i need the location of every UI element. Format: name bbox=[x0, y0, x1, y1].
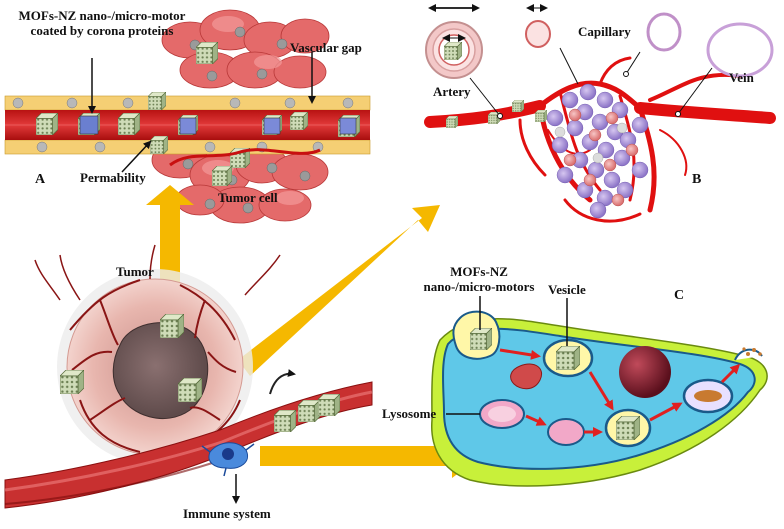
immune-cell bbox=[201, 442, 255, 477]
motor-label-line1: MOFs-NZ nano-/micro-motor bbox=[18, 8, 186, 23]
panel-c-letter: C bbox=[674, 288, 685, 303]
panel-a-letter: A bbox=[35, 172, 46, 187]
fusion-vesicle bbox=[547, 408, 652, 448]
vesicle bbox=[542, 338, 594, 378]
corona-motor bbox=[79, 115, 99, 135]
motor-label-line2: coated by corona proteins bbox=[30, 23, 174, 38]
capillary-cross-section bbox=[525, 4, 551, 48]
vessel-cross-section-small bbox=[646, 12, 682, 52]
vascular-gap-label: Vascular gap bbox=[290, 40, 362, 55]
cell-cytoplasm bbox=[442, 327, 756, 470]
tumor bbox=[34, 244, 281, 465]
endothelial-layer bbox=[4, 95, 371, 155]
motors-label: MOFs-NZ nano-/micro-motors bbox=[414, 264, 544, 294]
panel-a bbox=[4, 9, 371, 224]
artery-label: Artery bbox=[433, 84, 471, 99]
up-arrow bbox=[146, 185, 194, 290]
vesicle-label: Vesicle bbox=[548, 282, 586, 297]
transport-arrows bbox=[146, 185, 482, 478]
lysosome-label: Lysosome bbox=[382, 406, 437, 421]
immune-system-label: Immune system bbox=[183, 506, 271, 521]
lysosome bbox=[479, 399, 525, 429]
blood-vessel bbox=[4, 369, 373, 509]
artery-cross-section bbox=[425, 4, 483, 79]
vein-cross-section bbox=[706, 22, 774, 78]
panel-c bbox=[431, 296, 768, 487]
vein-label: Vein bbox=[729, 70, 754, 85]
permability-label: Permability bbox=[80, 170, 146, 185]
right-arrow bbox=[260, 434, 482, 478]
tumor-label: Tumor bbox=[116, 264, 154, 279]
panel-b bbox=[424, 4, 776, 223]
diagonal-arrow bbox=[238, 205, 440, 376]
degradation-vesicle bbox=[682, 378, 734, 414]
panel-b-cell-cluster bbox=[546, 83, 649, 219]
panel-b-letter: B bbox=[692, 172, 702, 187]
capillary-label: Capillary bbox=[578, 24, 631, 39]
organelle-sphere bbox=[619, 346, 671, 398]
exocytosis bbox=[734, 347, 763, 361]
motors-label-line2: nano-/micro-motors bbox=[423, 279, 535, 294]
motors-label-line1: MOFs-NZ bbox=[450, 264, 508, 279]
motor-label: MOFs-NZ nano-/micro-motor coated by coro… bbox=[2, 8, 202, 38]
tumor-cell-label: Tumor cell bbox=[218, 190, 278, 205]
